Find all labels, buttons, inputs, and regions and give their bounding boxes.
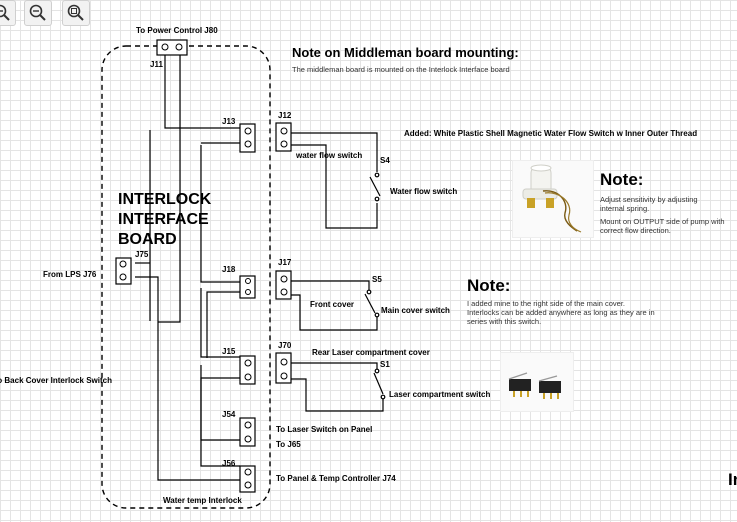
to-laser-switch-label: To Laser Switch on Panel xyxy=(276,425,373,434)
label-j13: J13 xyxy=(222,117,236,126)
label-j54: J54 xyxy=(222,410,236,419)
flow-note-line1: Adjust sensitivity by adjusting internal… xyxy=(600,195,698,213)
switch-s5-blade xyxy=(364,293,376,314)
wire xyxy=(288,362,378,370)
label-j11: J11 xyxy=(150,60,163,69)
flow-note-line2: Mount on OUTPUT side of pump with correc… xyxy=(600,217,725,235)
connector-j18 xyxy=(239,275,256,299)
switch-s4-blade xyxy=(369,176,381,197)
rear-laser-label: Rear Laser compartment cover xyxy=(312,348,430,357)
zoom-reset-button[interactable] xyxy=(24,0,52,26)
laser-compartment-switch-label: Laser compartment switch xyxy=(389,390,491,399)
switch-s1-blade xyxy=(373,372,384,395)
wire xyxy=(206,291,240,358)
label-j12: J12 xyxy=(278,111,292,120)
label-j56: J56 xyxy=(222,459,236,468)
wire xyxy=(135,276,240,481)
zoom-fit-icon xyxy=(67,4,84,21)
water-temp-label: Water temp Interlock xyxy=(163,496,242,505)
to-power-control-label: To Power Control J80 xyxy=(136,26,218,35)
switch-s1-label: S1 xyxy=(380,360,390,369)
label-j15: J15 xyxy=(222,347,236,356)
board-title: INTERLOCK INTERFACE BOARD xyxy=(118,190,211,250)
interlock-board-outline xyxy=(101,45,271,509)
wire xyxy=(200,440,240,467)
label-j18: J18 xyxy=(222,265,236,274)
water-flow-switch-top-label: water flow switch xyxy=(296,151,363,160)
cover-note-text: I added mine to the right side of the ma… xyxy=(467,299,655,326)
main-cover-switch-label: Main cover switch xyxy=(381,306,450,315)
flow-note-title: Note: xyxy=(600,170,644,189)
zoom-out-icon xyxy=(0,4,10,21)
cover-note-title: Note: xyxy=(467,276,511,295)
mounting-note-text: The middleman board is mounted on the In… xyxy=(292,65,510,74)
zoom-out-button[interactable] xyxy=(0,0,16,26)
wire xyxy=(288,132,378,172)
label-j17: J17 xyxy=(278,258,292,267)
board-title-line: INTERLOCK xyxy=(118,191,212,208)
added-note-text: Added: White Plastic Shell Magnetic Wate… xyxy=(404,129,698,138)
back-cover-label: To Back Cover Interlock Switch xyxy=(0,376,112,385)
wire xyxy=(158,50,181,323)
board-title-line: INTERFACE xyxy=(118,211,209,228)
edge-text-fragment: In xyxy=(728,470,737,489)
connector-j11 xyxy=(156,39,188,56)
switch-s5-contact xyxy=(374,312,380,318)
wire xyxy=(288,280,370,290)
to-j65-label: To J65 xyxy=(276,440,301,449)
wire xyxy=(200,288,240,358)
wire xyxy=(288,294,378,331)
flow-switch-image-icon xyxy=(522,164,582,233)
wire xyxy=(164,50,240,129)
wire xyxy=(288,144,378,229)
zoom-minus-icon xyxy=(29,4,46,21)
wire xyxy=(200,145,240,283)
switch-s1-contact xyxy=(374,368,380,374)
zoom-fit-button[interactable] xyxy=(62,0,90,26)
microswitch-image-icon xyxy=(508,372,561,399)
switch-s4-contact xyxy=(374,196,380,202)
wire xyxy=(288,378,384,412)
switch-s4-contact xyxy=(374,172,380,178)
switch-s4-label: S4 xyxy=(380,156,390,165)
microswitch-photo xyxy=(500,352,574,412)
wire xyxy=(200,365,240,441)
switch-s5-label: S5 xyxy=(372,275,382,284)
wire xyxy=(200,377,240,440)
label-j70: J70 xyxy=(278,341,292,350)
label-j75: J75 xyxy=(135,250,149,259)
switch-s5-contact xyxy=(366,289,372,295)
board-title-line: BOARD xyxy=(118,231,177,248)
front-cover-label: Front cover xyxy=(310,300,355,309)
to-panel-temp-label: To Panel & Temp Controller J74 xyxy=(276,474,396,483)
water-flow-switch-label: Water flow switch xyxy=(390,187,458,196)
water-flow-switch-photo xyxy=(512,160,594,238)
mounting-note-title: Note on Middleman board mounting: xyxy=(292,45,519,60)
switch-s1-contact xyxy=(380,394,386,400)
from-lps-label: From LPS J76 xyxy=(43,270,97,279)
